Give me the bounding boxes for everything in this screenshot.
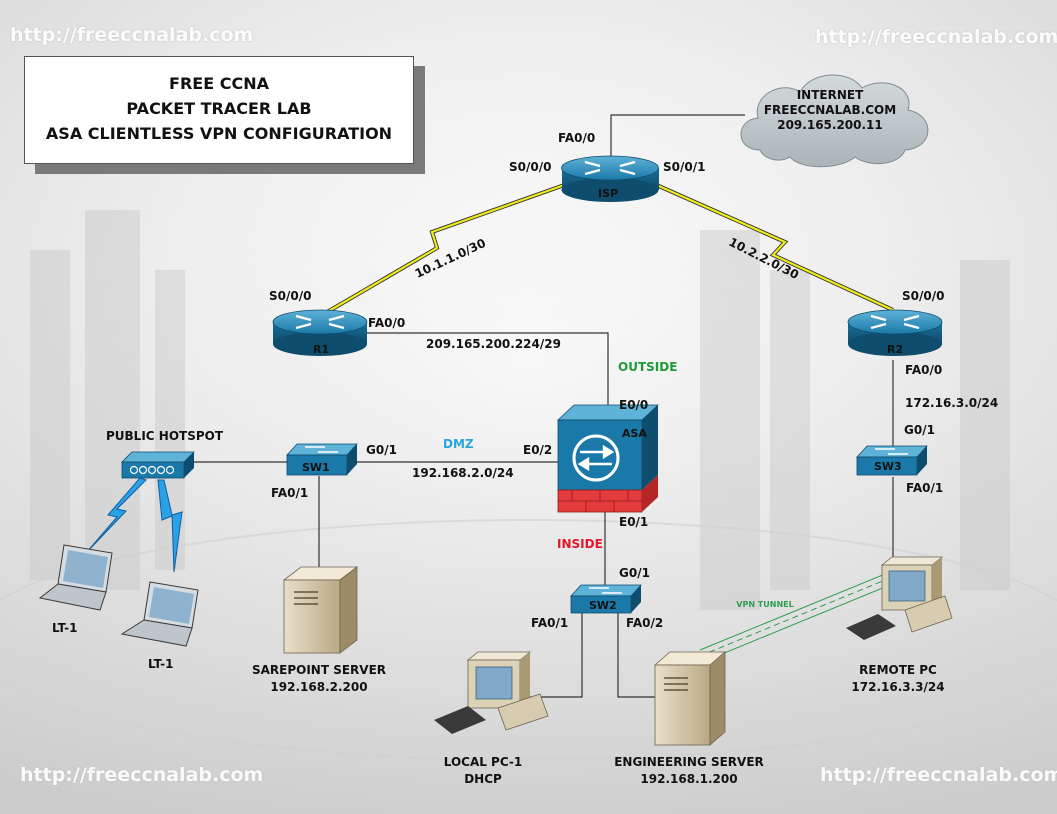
sw3-switch-icon	[856, 445, 928, 476]
iface-sw3-fa01: FA0/1	[906, 481, 944, 495]
local-pc-icon	[434, 651, 549, 734]
iface-r1-fa00: FA0/0	[368, 316, 406, 330]
remote-pc-label: REMOTE PC 172.16.3.3/24	[828, 662, 968, 696]
title-box: FREE CCNA PACKET TRACER LAB ASA CLIENTLE…	[24, 56, 414, 164]
iface-sw2-fa01: FA0/1	[531, 616, 569, 630]
sw3-label: SW3	[874, 460, 902, 473]
sw1-label: SW1	[302, 461, 330, 474]
remote-pc-name: REMOTE PC	[859, 663, 937, 677]
isp-router-icon	[561, 155, 659, 202]
internet-title: INTERNET	[796, 88, 864, 102]
laptop-1-label: LT-1	[52, 621, 78, 635]
label-r2-lan-network: 172.16.3.0/24	[905, 396, 999, 410]
iface-sw2-g01: G0/1	[619, 566, 650, 580]
r1-label: R1	[313, 343, 330, 356]
iface-sw1-fa01: FA0/1	[271, 486, 309, 500]
iface-asa-e02: E0/2	[523, 443, 553, 457]
internet-cloud-label: INTERNET FREECCNALAB.COM 209.165.200.11	[760, 88, 900, 133]
link-r1-asa	[365, 332, 609, 420]
label-isp-r1-network: 10.1.1.0/30	[413, 236, 488, 281]
engineering-server-icon	[653, 651, 727, 746]
asa-firewall-icon	[556, 404, 660, 513]
vpn-tunnel-lines	[699, 571, 891, 664]
sw1-switch-icon	[286, 443, 358, 476]
iface-sw1-g01: G0/1	[366, 443, 397, 457]
iface-sw3-g01: G0/1	[904, 423, 935, 437]
watermark-bottom-right: http://freeccnalab.com	[820, 764, 1057, 786]
hotspot-access-point-icon	[121, 451, 195, 479]
hotspot-label: PUBLIC HOTSPOT	[106, 429, 224, 443]
wireless-links	[85, 477, 183, 573]
link-sw2-engserver	[617, 612, 660, 698]
laptop-2-icon	[120, 581, 199, 647]
label-isp-r2-network: 10.2.2.0/30	[727, 235, 802, 282]
sharepoint-server-icon	[282, 566, 359, 654]
r2-label: R2	[887, 343, 904, 356]
iface-r2-s000: S0/0/0	[902, 289, 945, 303]
internet-domain: FREECCNALAB.COM	[763, 103, 897, 117]
title-line-2: PACKET TRACER LAB	[126, 99, 312, 118]
zone-dmz-label: DMZ	[443, 437, 474, 451]
title-line-1: FREE CCNA	[169, 74, 269, 93]
isp-label: ISP	[598, 187, 619, 200]
sw2-label: SW2	[589, 599, 617, 612]
local-pc-label: LOCAL PC-1 DHCP	[413, 754, 553, 788]
r1-router-icon	[272, 309, 368, 356]
iface-asa-e01: E0/1	[619, 515, 649, 529]
label-dmz-network: 192.168.2.0/24	[412, 466, 514, 480]
ethernet-links	[190, 114, 894, 698]
title-line-3: ASA CLIENTLESS VPN CONFIGURATION	[45, 124, 393, 143]
watermark-bottom-left: http://freeccnalab.com	[20, 764, 264, 786]
sharepoint-server-ip: 192.168.2.200	[270, 680, 368, 694]
internet-ip: 209.165.200.11	[777, 118, 883, 132]
vpn-tunnel-label: VPN TUNNEL	[736, 600, 793, 609]
laptop-1-icon	[38, 544, 113, 611]
engineering-server-name: ENGINEERING SERVER	[614, 755, 764, 769]
laptop-2-label: LT-1	[148, 657, 174, 671]
iface-sw2-fa02: FA0/2	[626, 616, 664, 630]
iface-isp-fa00: FA0/0	[558, 131, 596, 145]
serial-links	[320, 181, 894, 317]
iface-r1-s000: S0/0/0	[269, 289, 312, 303]
engineering-server-label: ENGINEERING SERVER 192.168.1.200	[604, 754, 774, 788]
zone-outside-label: OUTSIDE	[618, 360, 678, 374]
watermark-top-left: http://freeccnalab.com	[10, 24, 254, 46]
local-pc-name: LOCAL PC-1	[443, 755, 523, 769]
sw2-switch-icon	[570, 584, 642, 614]
remote-pc-icon	[846, 556, 953, 640]
sharepoint-server-label: SAREPOINT SERVER 192.168.2.200	[234, 662, 404, 696]
watermark-top-right: http://freeccnalab.com	[815, 26, 1057, 48]
r2-router-icon	[847, 309, 943, 356]
iface-r2-fa00: FA0/0	[905, 363, 943, 377]
iface-isp-s001: S0/0/1	[663, 160, 706, 174]
remote-pc-ip: 172.16.3.3/24	[851, 680, 945, 694]
link-isp-internet	[610, 114, 745, 158]
asa-label: ASA	[622, 427, 647, 440]
internet-cloud-icon	[740, 74, 929, 168]
engineering-server-ip: 192.168.1.200	[640, 772, 738, 786]
local-pc-ip: DHCP	[464, 772, 502, 786]
iface-isp-s000: S0/0/0	[509, 160, 552, 174]
iface-asa-e00: E0/0	[619, 398, 649, 412]
sharepoint-server-name: SAREPOINT SERVER	[251, 663, 387, 677]
label-outside-network: 209.165.200.224/29	[426, 337, 561, 351]
zone-inside-label: INSIDE	[557, 537, 603, 551]
